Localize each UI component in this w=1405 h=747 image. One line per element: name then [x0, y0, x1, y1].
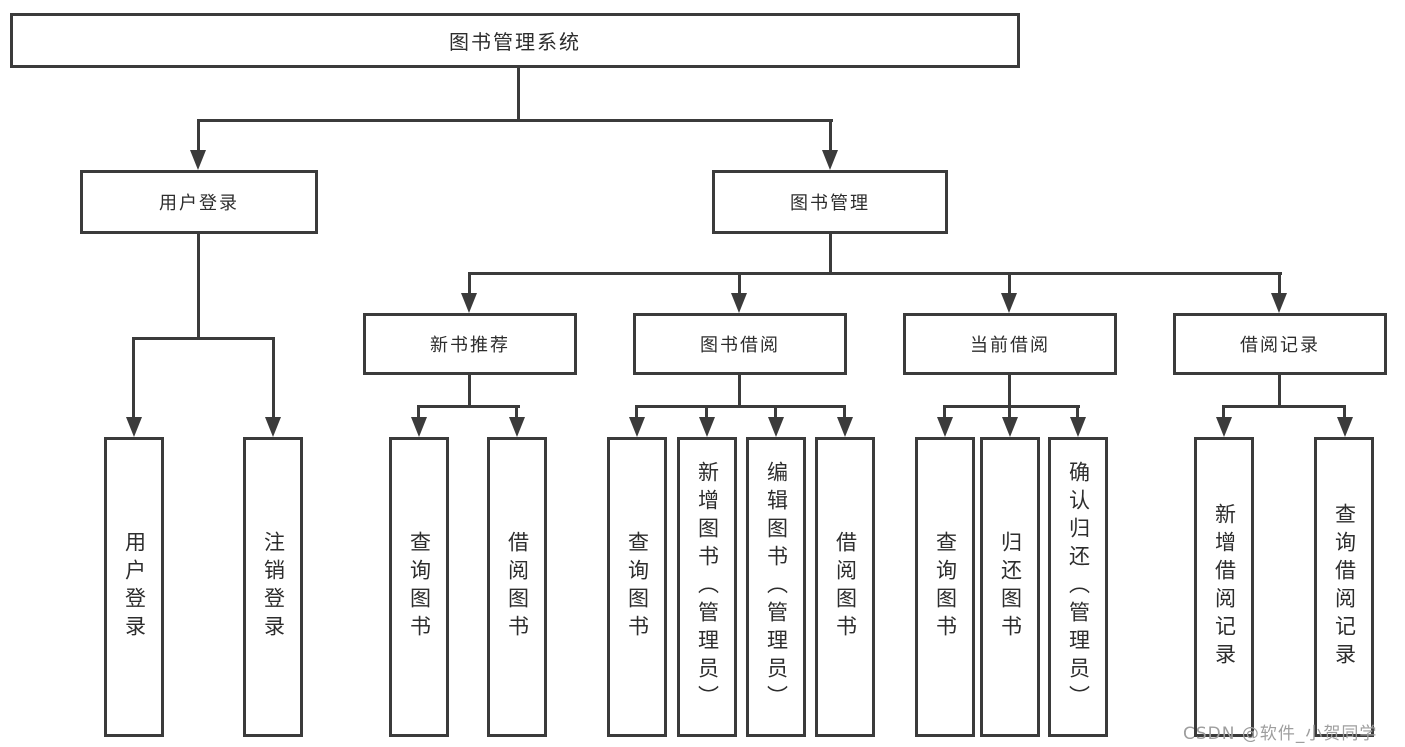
connector-line [1008, 405, 1011, 419]
connector-line [417, 405, 520, 408]
connector-line [1008, 375, 1011, 407]
connector-line [635, 405, 846, 408]
connector-line [943, 405, 946, 419]
arrow-down-icon [629, 417, 645, 437]
connector-line [1222, 405, 1346, 408]
leaf-nbr-query-books: 查询图书 [389, 437, 449, 737]
arrow-down-icon [126, 417, 142, 437]
node-borrow-records: 借阅记录 [1173, 313, 1387, 375]
connector-line [468, 375, 471, 407]
connector-line [132, 337, 275, 340]
leaf-bb-add-book-admin: 新增图书（管理员） [677, 437, 737, 737]
arrow-down-icon [1337, 417, 1353, 437]
connector-line [272, 337, 275, 419]
leaf-bb-query-books: 查询图书 [607, 437, 667, 737]
leaf-br-query-record: 查询借阅记录 [1314, 437, 1374, 737]
leaf-cb-return-books: 归还图书 [980, 437, 1040, 737]
connector-line [515, 405, 518, 419]
connector-line [1278, 375, 1281, 407]
connector-line [132, 337, 135, 419]
leaf-user-login: 用户登录 [104, 437, 164, 737]
node-new-book-recommend: 新书推荐 [363, 313, 577, 375]
leaf-cb-confirm-return-admin: 确认归还（管理员） [1048, 437, 1108, 737]
connector-line [197, 234, 200, 339]
arrow-down-icon [1271, 293, 1287, 313]
connector-line [1222, 405, 1225, 419]
arrow-down-icon [1002, 417, 1018, 437]
node-root: 图书管理系统 [10, 13, 1020, 68]
node-user-login-group: 用户登录 [80, 170, 318, 234]
node-current-borrow: 当前借阅 [903, 313, 1117, 375]
arrow-down-icon [1001, 293, 1017, 313]
connector-line [197, 119, 833, 122]
arrow-down-icon [190, 150, 206, 170]
arrow-down-icon [1070, 417, 1086, 437]
arrow-down-icon [461, 293, 477, 313]
arrow-down-icon [837, 417, 853, 437]
arrow-down-icon [1216, 417, 1232, 437]
arrow-down-icon [822, 150, 838, 170]
arrow-down-icon [411, 417, 427, 437]
leaf-br-add-record: 新增借阅记录 [1194, 437, 1254, 737]
arrow-down-icon [768, 417, 784, 437]
connector-line [829, 234, 832, 274]
connector-line [738, 375, 741, 407]
connector-line [1278, 272, 1281, 296]
connector-line [705, 405, 708, 419]
leaf-bb-borrow-books: 借阅图书 [815, 437, 875, 737]
arrow-down-icon [509, 417, 525, 437]
arrow-down-icon [265, 417, 281, 437]
connector-line [774, 405, 777, 419]
connector-line [197, 119, 200, 152]
connector-line [635, 405, 638, 419]
arrow-down-icon [699, 417, 715, 437]
connector-line [943, 405, 1080, 408]
arrow-down-icon [937, 417, 953, 437]
connector-line [1343, 405, 1346, 419]
node-book-management: 图书管理 [712, 170, 948, 234]
node-book-borrow: 图书借阅 [633, 313, 847, 375]
connector-line [517, 68, 520, 121]
arrow-down-icon [731, 293, 747, 313]
connector-line [468, 272, 1282, 275]
connector-line [1008, 272, 1011, 296]
watermark: CSDN @软件_小贺同学 [1183, 724, 1378, 744]
leaf-logout: 注销登录 [243, 437, 303, 737]
connector-line [417, 405, 420, 419]
connector-line [468, 272, 471, 296]
leaf-nbr-borrow-books: 借阅图书 [487, 437, 547, 737]
connector-line [738, 272, 741, 296]
connector-line [843, 405, 846, 419]
connector-line [1076, 405, 1079, 419]
leaf-bb-edit-book-admin: 编辑图书（管理员） [746, 437, 806, 737]
leaf-cb-query-books: 查询图书 [915, 437, 975, 737]
connector-line [829, 119, 832, 152]
